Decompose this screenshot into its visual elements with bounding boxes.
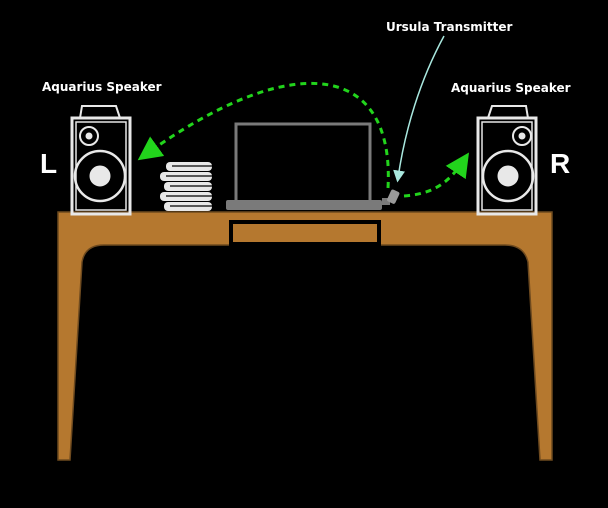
book-stack — [160, 162, 212, 211]
desk — [57, 211, 553, 461]
laptop — [226, 122, 382, 210]
left-speaker — [70, 105, 132, 216]
transmitter-label: Ursula Transmitter — [386, 20, 513, 34]
right-speaker — [476, 105, 538, 216]
signal-arrow-right — [403, 152, 469, 198]
signal-arrow-left — [137, 82, 390, 189]
desk-drawer — [229, 220, 381, 246]
right-speaker-label: Aquarius Speaker — [451, 81, 571, 95]
left-channel-label: L — [40, 148, 58, 179]
transmitter-dongle — [382, 189, 400, 205]
transmitter-callout-arrow — [393, 35, 445, 183]
left-speaker-label: Aquarius Speaker — [42, 80, 162, 94]
right-channel-label: R — [550, 148, 571, 179]
